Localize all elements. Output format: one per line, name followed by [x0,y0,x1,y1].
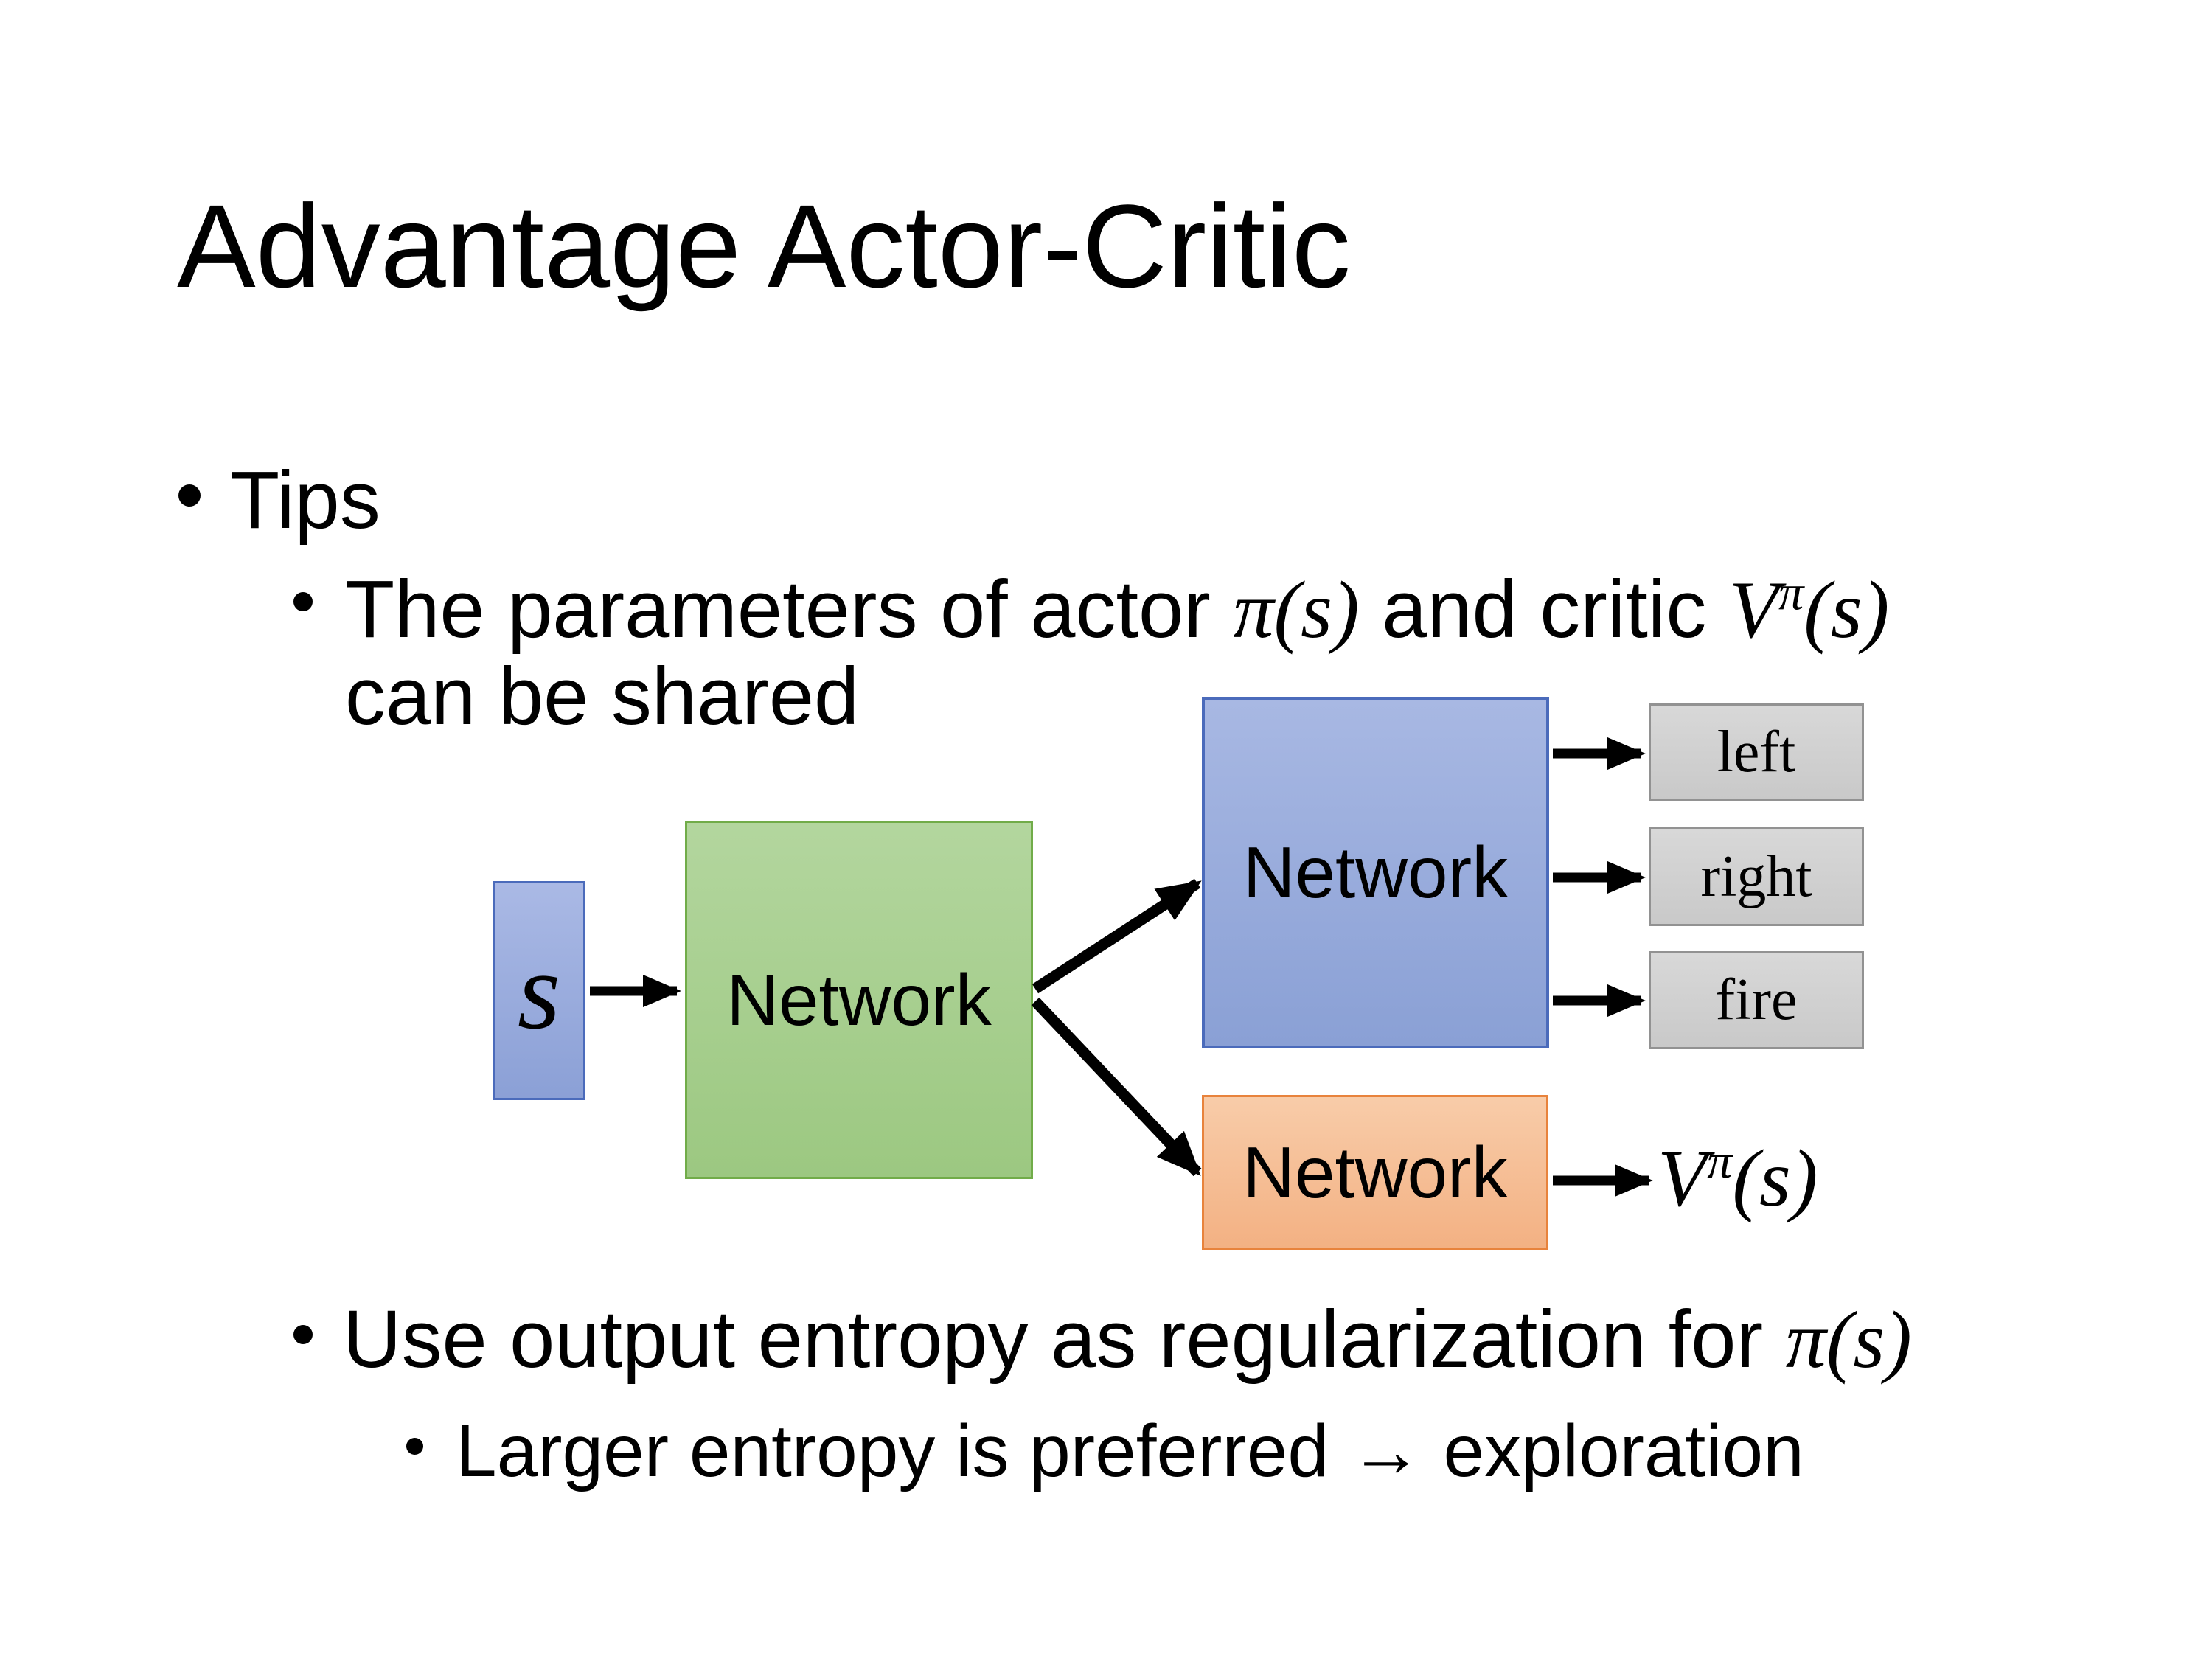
action-right-label: right [1700,844,1812,909]
bullet-dot-level2 [293,592,313,611]
shared-parameters-line2: can be shared [345,651,860,742]
bullet-dot-level2 [293,1325,313,1344]
critic-output-formula: Vπ(s) [1658,1135,1818,1219]
bullet-dot-level3 [406,1438,423,1455]
shared-network-label: Network [726,959,992,1040]
action-box-left: left [1649,703,1864,801]
critic-v-args: (s) [1804,565,1890,655]
critic-output-args: (s) [1732,1133,1818,1223]
param-prefix-text: The parameters of actor [345,564,1234,655]
state-box: s [493,881,585,1100]
exploration-bullet: Larger entropy is preferred → exploratio… [456,1410,1804,1492]
critic-network-label: Network [1242,1131,1508,1213]
entropy-pi-args: (s) [1826,1295,1912,1385]
arrow-shared-to-actor [1032,878,1202,994]
action-fire-label: fire [1715,967,1798,1032]
arrow-shared-to-critic [1031,997,1202,1177]
shared-parameters-line1: The parameters of actor π(s) and critic … [345,564,2115,655]
critic-network-box: Network [1202,1095,1548,1250]
actor-network-label: Network [1242,832,1509,913]
actor-pi-args: (s) [1273,565,1360,655]
param-middle-text: and critic [1359,564,1729,655]
critic-output-superscript: π [1707,1133,1733,1189]
slide-title: Advantage Actor-Critic [177,180,1351,312]
entropy-pi-symbol: π [1785,1295,1826,1385]
critic-v-superscript: π [1778,564,1804,621]
entropy-bullet: Use output entropy as regularization for… [343,1299,1912,1381]
entropy-prefix-text: Use output entropy as regularization for [343,1294,1786,1385]
bullet-dot-level1 [178,484,201,507]
shared-parameters-bullet: The parameters of actor π(s) and critic … [345,566,2115,740]
tips-label: Tips [230,455,380,546]
state-label: s [517,929,561,1052]
actor-pi-symbol: π [1233,565,1274,655]
critic-output-v: V [1658,1133,1708,1223]
actor-network-box: Network [1202,697,1549,1048]
action-box-right: right [1649,827,1864,926]
shared-network-box: Network [685,821,1033,1179]
critic-v-symbol: V [1728,565,1779,655]
action-left-label: left [1717,719,1796,785]
action-box-fire: fire [1649,951,1864,1049]
